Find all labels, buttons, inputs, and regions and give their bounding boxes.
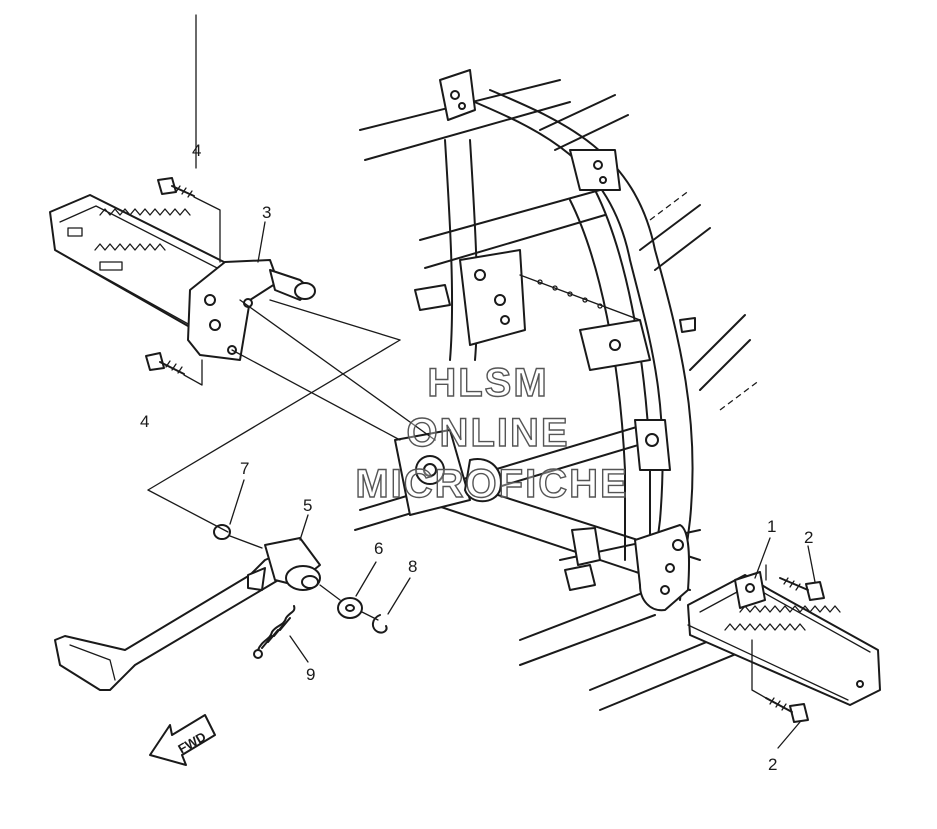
callout-2-bottom: 2 — [768, 755, 777, 774]
callout-4-bottom: 4 — [140, 412, 149, 431]
callout-4-top: 4 — [192, 141, 201, 160]
frame — [354, 69, 771, 711]
watermark-line-3: MICROFICHE — [355, 462, 628, 506]
brake-pedal-assembly — [54, 299, 436, 691]
callout-1: 1 — [767, 517, 776, 536]
callout-labels: 1 2 2 3 4 4 5 6 7 8 9 — [140, 141, 813, 774]
callout-2-top: 2 — [804, 528, 813, 547]
callout-9: 9 — [306, 665, 315, 684]
callout-6: 6 — [374, 539, 383, 558]
right-footrest-assembly — [687, 537, 881, 749]
left-footrest-assembly — [49, 14, 316, 386]
watermark-line-2: ONLINE — [406, 411, 569, 455]
watermark-line-1: HLSM — [427, 361, 548, 405]
callout-3: 3 — [262, 203, 271, 222]
watermark: HLSM ONLINE MICROFICHE — [355, 360, 628, 506]
fwd-direction-badge: FWD — [149, 714, 216, 766]
callout-5: 5 — [303, 496, 312, 515]
callout-8: 8 — [408, 557, 417, 576]
callout-7: 7 — [240, 459, 249, 478]
